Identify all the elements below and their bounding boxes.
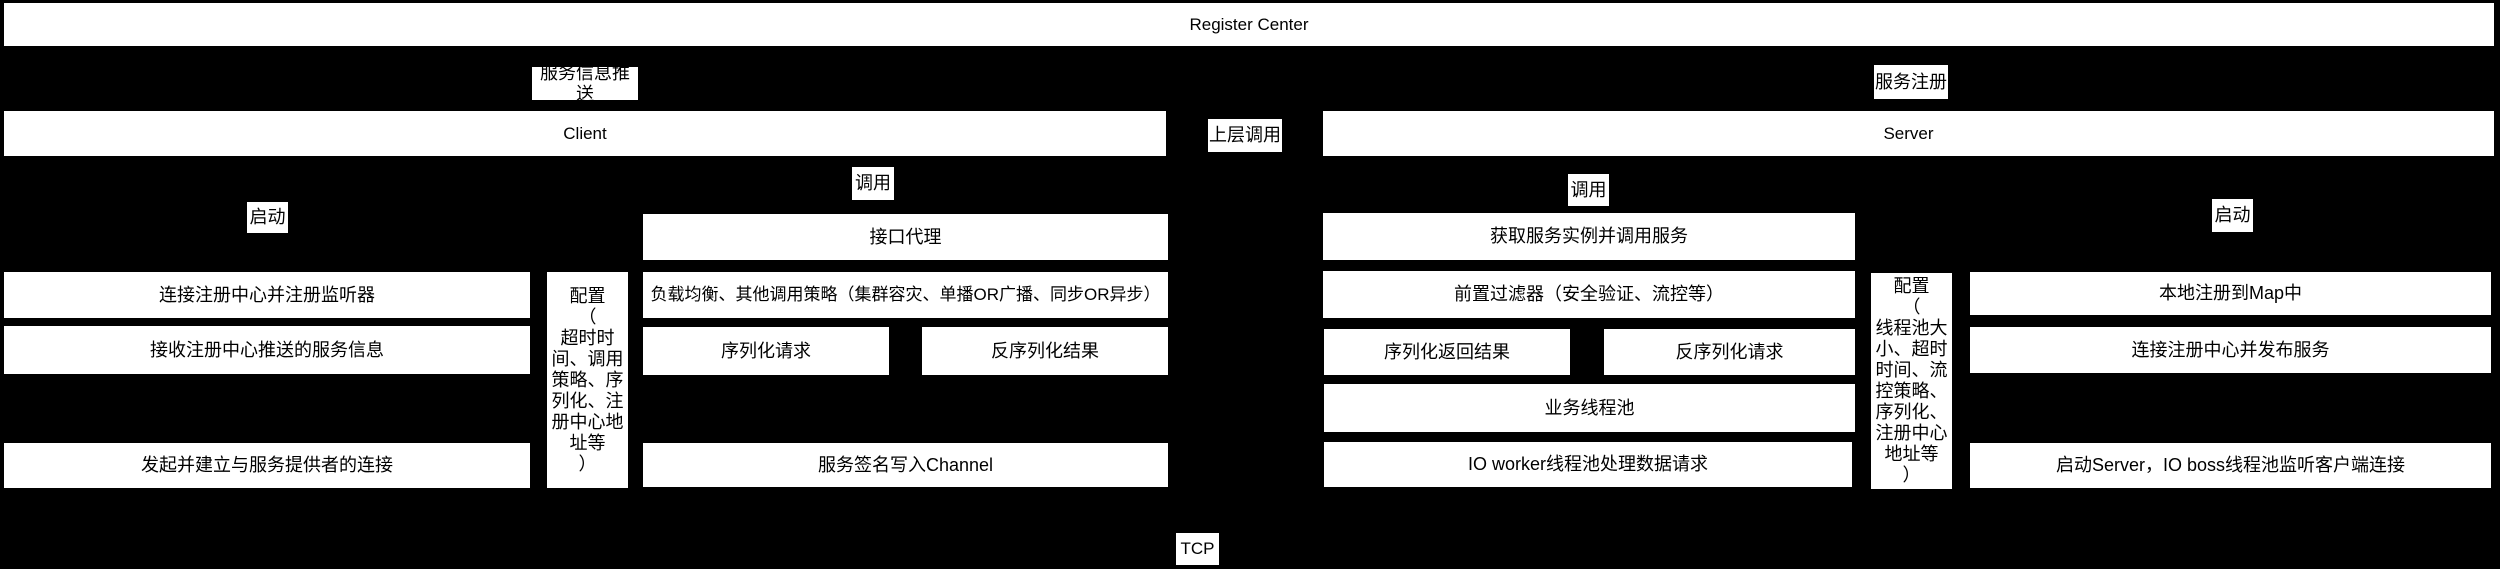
label-start-server: 启动 [2212, 199, 2253, 232]
box-serialize-response: 序列化返回结果 [1324, 329, 1570, 375]
box-get-instance: 获取服务实例并调用服务 [1323, 213, 1855, 260]
server-bar: Server [1323, 111, 2494, 156]
box-write-channel: 服务签名写入Channel [643, 443, 1168, 487]
box-pre-filter: 前置过滤器（安全验证、流控等） [1323, 271, 1855, 318]
box-load-balance: 负载均衡、其他调用策略（集群容灾、单播OR广播、同步OR异步） [643, 272, 1168, 318]
client-bar: Client [4, 111, 1166, 156]
tcp-box: TCP [1176, 533, 1219, 565]
label-service-info-push: 服务信息推送 [532, 63, 638, 104]
box-establish-connection: 发起并建立与服务提供者的连接 [4, 443, 530, 488]
box-serialize-request: 序列化请求 [643, 327, 889, 375]
box-connect-publish: 连接注册中心并发布服务 [1970, 327, 2491, 373]
box-config-client: 配置 （ 超时时 间、调用 策略、序 列化、注 册中心地 址等 ） [547, 272, 628, 488]
box-connect-register-listener: 连接注册中心并注册监听器 [4, 272, 530, 318]
label-upper-layer-call: 上层调用 [1208, 119, 1282, 152]
register-center-bar: Register Center [4, 3, 2494, 46]
label-start-client: 启动 [247, 202, 288, 233]
box-deserialize-request: 反序列化请求 [1604, 329, 1855, 375]
label-service-register: 服务注册 [1874, 65, 1948, 99]
box-interface-proxy: 接口代理 [643, 214, 1168, 260]
box-start-server-boss: 启动Server，IO boss线程池监听客户端连接 [1970, 443, 2491, 488]
label-call-server: 调用 [1568, 174, 1609, 206]
box-deserialize-result: 反序列化结果 [922, 327, 1168, 375]
box-config-server: 配置 （ 线程池大 小、超时 时间、流 控策略、 序列化、 注册中心 地址等 ） [1871, 273, 1952, 489]
box-local-register-map: 本地注册到Map中 [1970, 272, 2491, 315]
label-call-client: 调用 [852, 167, 894, 200]
box-receive-service-info: 接收注册中心推送的服务信息 [4, 326, 530, 374]
box-io-worker: IO worker线程池处理数据请求 [1324, 442, 1852, 487]
box-business-pool: 业务线程池 [1324, 384, 1855, 432]
